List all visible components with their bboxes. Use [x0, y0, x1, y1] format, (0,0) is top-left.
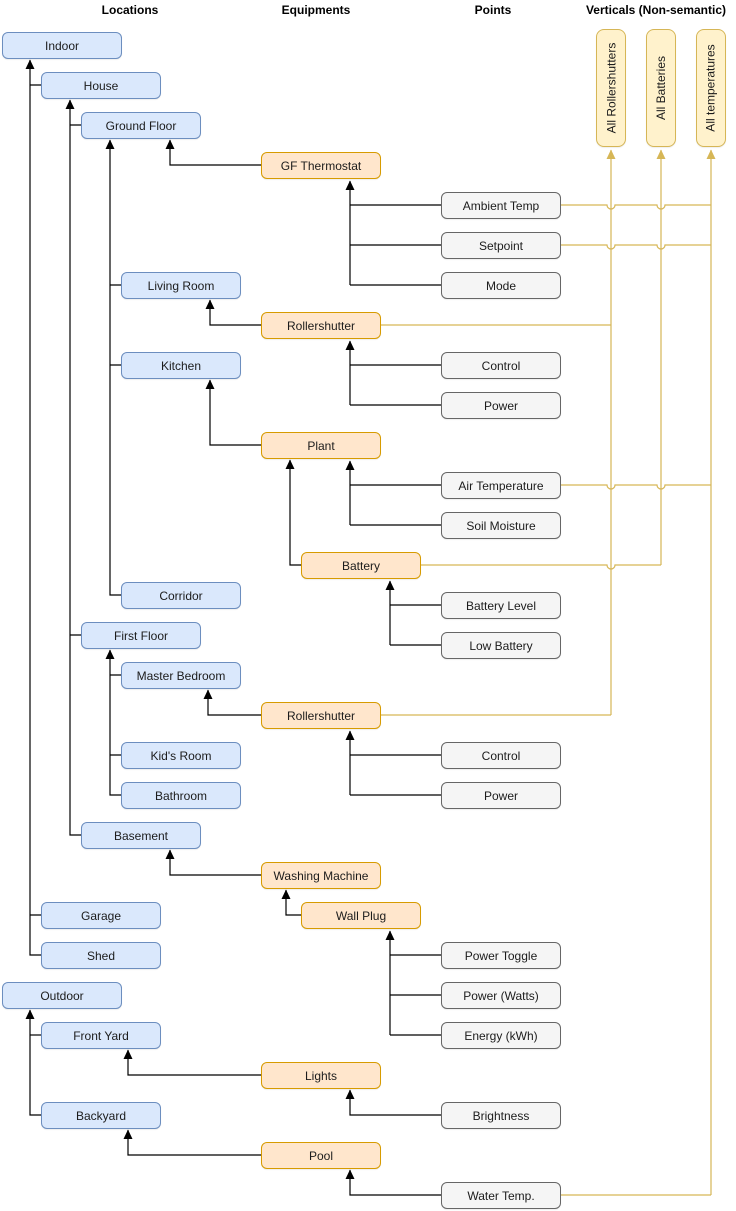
- edge-battery-to-plant: [285, 459, 301, 566]
- spine-rollershutter-bedroom-points-stubs: [350, 754, 441, 796]
- location-corridor: Corridor: [121, 582, 241, 609]
- link-ambient-temp-to-all-temperatures: [561, 204, 711, 210]
- point-soil-moisture: Soil Moisture: [441, 512, 561, 539]
- point-water-temp: Water Temp.: [441, 1182, 561, 1209]
- location-living-room: Living Room: [121, 272, 241, 299]
- edge-gf-thermostat-to-ground-floor: [165, 139, 261, 166]
- link-battery-to-all-batteries: [421, 564, 661, 570]
- edge-plant-to-kitchen: [205, 379, 261, 446]
- spine-plant-points-stubs: [350, 484, 441, 526]
- location-backyard: Backyard: [41, 1102, 161, 1129]
- point-energy-kwh: Energy (kWh): [441, 1022, 561, 1049]
- equipment-rollershutter-living-room: Rollershutter: [261, 312, 381, 339]
- location-shed: Shed: [41, 942, 161, 969]
- location-garage: Garage: [41, 902, 161, 929]
- vertical-all-rollershutters-label: All Rollershutters: [604, 42, 619, 134]
- vertical-all-batteries-label: All Batteries: [654, 55, 668, 121]
- edge-lights-to-front-yard: [123, 1049, 261, 1076]
- column-header-locations: Locations: [101, 3, 159, 17]
- point-low-battery: Low Battery: [441, 632, 561, 659]
- spine-ground-floor-children-stubs: [110, 284, 121, 366]
- location-indoor: Indoor: [2, 32, 122, 59]
- spine-house-children: [65, 99, 81, 836]
- spine-indoor-children-stubs: [30, 84, 41, 916]
- equipment-washing-machine: Washing Machine: [261, 862, 381, 889]
- edge-pool-to-backyard: [123, 1129, 261, 1156]
- point-control-master-bedroom: Control: [441, 742, 561, 769]
- column-header-points: Points: [474, 3, 512, 17]
- edge-wall-plug-to-washing-machine: [281, 889, 301, 916]
- equipment-lights: Lights: [261, 1062, 381, 1089]
- edge-washing-machine-to-basement: [165, 849, 261, 876]
- point-brightness: Brightness: [441, 1102, 561, 1129]
- edge-rollershutter-bedroom-to-master-bedroom: [203, 689, 261, 716]
- point-air-temperature: Air Temperature: [441, 472, 561, 499]
- point-battery-level: Battery Level: [441, 592, 561, 619]
- point-control-living-room: Control: [441, 352, 561, 379]
- point-mode: Mode: [441, 272, 561, 299]
- spine-indoor-children: [25, 59, 41, 956]
- point-power-master-bedroom: Power: [441, 782, 561, 809]
- spine-rollershutter-living-points-stubs: [350, 364, 441, 406]
- link-setpoint-to-all-temperatures: [561, 244, 711, 250]
- equipment-rollershutter-master-bedroom: Rollershutter: [261, 702, 381, 729]
- vertical-all-temperatures: All temperatures: [696, 29, 726, 147]
- point-power-watts: Power (Watts): [441, 982, 561, 1009]
- point-power-living-room: Power: [441, 392, 561, 419]
- edge-water-temp-to-pool: [345, 1169, 441, 1196]
- spine-house-children-stubs: [70, 124, 81, 636]
- point-setpoint: Setpoint: [441, 232, 561, 259]
- location-kids-room: Kid's Room: [121, 742, 241, 769]
- column-header-verticals: Verticals (Non-semantic): [585, 3, 727, 17]
- equipment-gf-thermostat: GF Thermostat: [261, 152, 381, 179]
- equipment-wall-plug: Wall Plug: [301, 902, 421, 929]
- location-outdoor: Outdoor: [2, 982, 122, 1009]
- spine-ground-floor-children: [105, 139, 121, 596]
- location-master-bedroom: Master Bedroom: [121, 662, 241, 689]
- spine-outdoor-children: [25, 1009, 41, 1116]
- link-air-temperature-to-all-temperatures: [561, 484, 711, 490]
- spine-wall-plug-points-stubs: [390, 954, 441, 1036]
- vertical-all-temperatures-label: All temperatures: [704, 44, 718, 132]
- vertical-all-batteries: All Batteries: [646, 29, 676, 147]
- vertical-all-rollershutters: All Rollershutters: [596, 29, 626, 147]
- edge-brightness-to-lights: [345, 1089, 441, 1116]
- spine-first-floor-children: [105, 649, 121, 796]
- location-first-floor: First Floor: [81, 622, 201, 649]
- equipment-plant: Plant: [261, 432, 381, 459]
- spine-gf-thermostat-points-stubs: [350, 204, 441, 286]
- spine-first-floor-children-stubs: [110, 674, 121, 756]
- point-ambient-temp: Ambient Temp: [441, 192, 561, 219]
- equipment-battery: Battery: [301, 552, 421, 579]
- location-front-yard: Front Yard: [41, 1022, 161, 1049]
- location-house: House: [41, 72, 161, 99]
- location-ground-floor: Ground Floor: [81, 112, 201, 139]
- column-header-equipments: Equipments: [281, 3, 351, 17]
- point-power-toggle: Power Toggle: [441, 942, 561, 969]
- equipment-pool: Pool: [261, 1142, 381, 1169]
- edge-rollershutter-living-to-living-room: [205, 299, 261, 326]
- location-bathroom: Bathroom: [121, 782, 241, 809]
- location-basement: Basement: [81, 822, 201, 849]
- spine-battery-points-stubs: [390, 604, 441, 646]
- location-kitchen: Kitchen: [121, 352, 241, 379]
